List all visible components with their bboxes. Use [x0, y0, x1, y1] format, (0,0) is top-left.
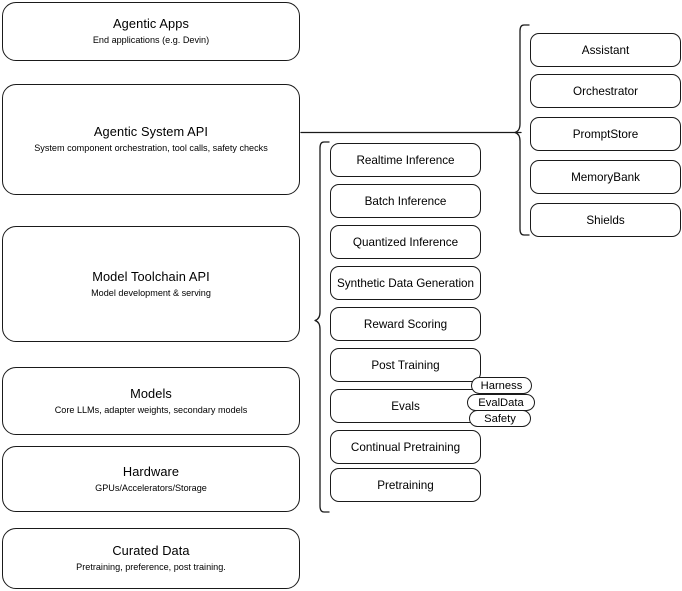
layer-subtitle: End applications (e.g. Devin)	[92, 35, 210, 45]
layer-title: Agentic Apps	[113, 16, 189, 31]
layer-subtitle: Core LLMs, adapter weights, secondary mo…	[54, 404, 248, 415]
layer-title: Curated Data	[112, 543, 190, 558]
agentic-card-shields[interactable]: Shields	[530, 203, 681, 237]
toolchain-card-realtime-inference[interactable]: Realtime Inference	[330, 143, 481, 177]
toolchain-card-batch-inference[interactable]: Batch Inference	[330, 184, 481, 218]
layer-card-curated-data[interactable]: Curated Data Pretraining, preference, po…	[2, 528, 300, 589]
agentic-card-label: Orchestrator	[573, 84, 638, 98]
agentic-card-label: Assistant	[581, 43, 630, 57]
layer-card-agentic-apps[interactable]: Agentic Apps End applications (e.g. Devi…	[2, 2, 300, 61]
toolchain-card-label: Quantized Inference	[352, 235, 459, 249]
layer-title: Model Toolchain API	[92, 268, 210, 284]
toolchain-card-label: Reward Scoring	[363, 317, 448, 331]
toolchain-card-reward-scoring[interactable]: Reward Scoring	[330, 307, 481, 341]
toolchain-card-label: Pretraining	[377, 478, 434, 492]
toolchain-card-evals[interactable]: Evals	[330, 389, 481, 423]
agentic-card-orchestrator[interactable]: Orchestrator	[530, 74, 681, 108]
agentic-card-label: MemoryBank	[571, 170, 640, 184]
toolchain-card-label: Post Training	[371, 358, 440, 372]
layer-card-hardware[interactable]: Hardware GPUs/Accelerators/Storage	[2, 446, 300, 512]
toolchain-card-label: Continual Pretraining	[350, 440, 461, 454]
agentic-card-memorybank[interactable]: MemoryBank	[530, 160, 681, 194]
layer-title: Models	[130, 385, 172, 401]
layer-card-agentic-system-api[interactable]: Agentic System API System component orch…	[2, 84, 300, 195]
toolchain-card-label: Batch Inference	[364, 194, 447, 208]
toolchain-card-pretraining[interactable]: Pretraining	[330, 468, 481, 502]
toolchain-card-quantized-inference[interactable]: Quantized Inference	[330, 225, 481, 259]
evals-subcomponent-label: Safety	[484, 412, 516, 425]
evals-subcomponent-evaldata[interactable]: EvalData	[467, 394, 535, 411]
toolchain-card-label: Synthetic Data Generation	[336, 276, 475, 290]
layer-subtitle: Model development & serving	[91, 287, 211, 298]
layer-card-model-toolchain-api[interactable]: Model Toolchain API Model development & …	[2, 226, 300, 342]
evals-subcomponent-label: Harness	[480, 379, 523, 392]
evals-subcomponent-harness[interactable]: Harness	[471, 377, 532, 394]
layer-subtitle: System component orchestration, tool cal…	[34, 143, 268, 153]
evals-subcomponent-safety[interactable]: Safety	[469, 410, 531, 427]
agentic-card-label: Shields	[586, 213, 625, 227]
layer-card-models[interactable]: Models Core LLMs, adapter weights, secon…	[2, 367, 300, 435]
toolchain-components-bracket	[314, 141, 330, 513]
layer-subtitle: Pretraining, preference, post training.	[76, 562, 226, 572]
layer-title: Agentic System API	[93, 124, 209, 139]
toolchain-card-label: Evals	[391, 399, 420, 413]
layer-subtitle: GPUs/Accelerators/Storage	[95, 482, 207, 493]
agentic-card-promptstore[interactable]: PromptStore	[530, 117, 681, 151]
layer-title: Hardware	[122, 463, 180, 479]
agentic-card-assistant[interactable]: Assistant	[530, 33, 681, 67]
toolchain-card-synthetic-data-generation[interactable]: Synthetic Data Generation	[330, 266, 481, 300]
toolchain-card-post-training[interactable]: Post Training	[330, 348, 481, 382]
toolchain-card-label: Realtime Inference	[356, 153, 455, 167]
evals-subcomponent-label: EvalData	[478, 396, 524, 409]
toolchain-card-continual-pretraining[interactable]: Continual Pretraining	[330, 430, 481, 464]
agentic-card-label: PromptStore	[572, 127, 639, 141]
agentic-components-bracket	[514, 24, 530, 236]
